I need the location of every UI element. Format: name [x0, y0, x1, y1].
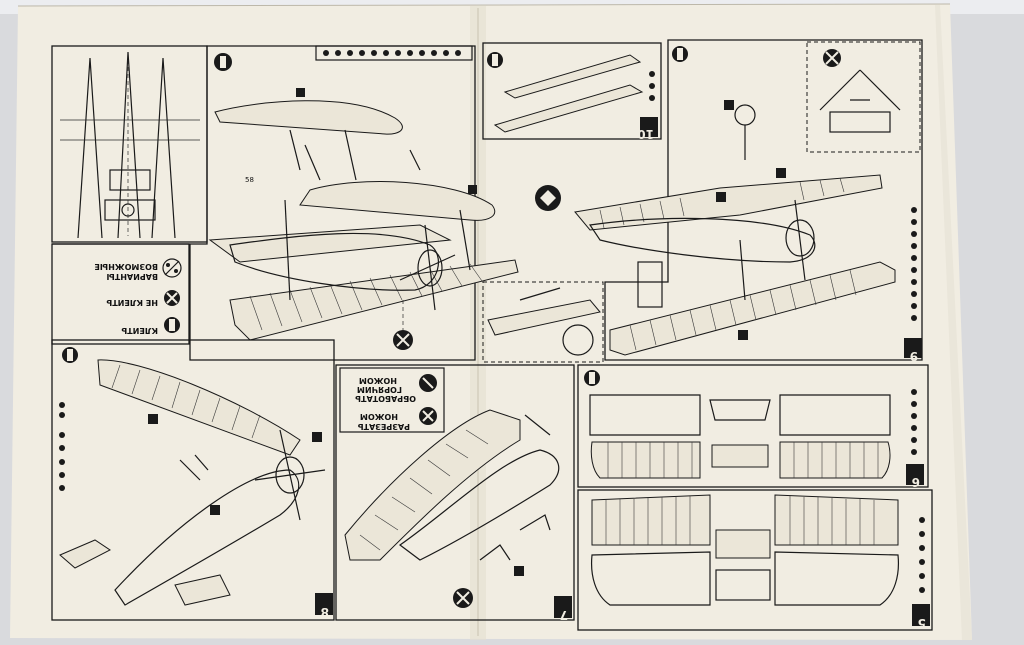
- step-5-number: 5: [918, 616, 926, 630]
- step-7-panel: ОБРАБОТАТЬ ГОРЯЧИМ НОЖОМ РАЗРЕЗАТЬ НОЖОМ…: [335, 364, 575, 622]
- legend-no-glue: НЕ КЛЕИТЬ: [106, 298, 158, 307]
- legend-hot-line2: ГОРЯЧИМ: [357, 385, 402, 394]
- step-6-panel: 6: [577, 364, 929, 489]
- step-5-panel: 5: [577, 489, 933, 631]
- step-10-number: 10: [637, 127, 654, 141]
- legend-variants-line1: ВОЗМОЖНЫЕ: [94, 262, 158, 271]
- step-9-number: 9: [910, 349, 918, 363]
- step-7-number: 7: [560, 608, 568, 622]
- variant-arrows-icon: [535, 185, 561, 211]
- cabane-detail-panel: [51, 45, 208, 243]
- step-10-panel: 10: [482, 42, 662, 141]
- legend-cut-line2: НОЖОМ: [360, 412, 398, 421]
- step-8-number: 8: [321, 605, 329, 619]
- legend-glue: КЛЕИТЬ: [121, 326, 158, 335]
- step-10-inset: [482, 281, 604, 363]
- legend-cut-line1: РАЗРЕЗАТЬ: [358, 422, 411, 431]
- legend-variants-line2: ВАРИАНТЫ: [107, 272, 158, 281]
- legend-hot-line3: НОЖОМ: [359, 376, 397, 385]
- step-6-number: 6: [912, 475, 920, 489]
- svg-text:58: 58: [245, 176, 254, 184]
- step-8-panel: 8: [51, 339, 335, 621]
- step-9-panel: 9: [574, 39, 923, 363]
- step-4-panel: 58: [189, 45, 519, 361]
- legend-hot-line1: ОБРАБОТАТЬ: [355, 394, 416, 403]
- symbol-legend: ВОЗМОЖНЫЕ ВАРИАНТЫ НЕ КЛЕИТЬ КЛЕИТЬ: [51, 243, 190, 345]
